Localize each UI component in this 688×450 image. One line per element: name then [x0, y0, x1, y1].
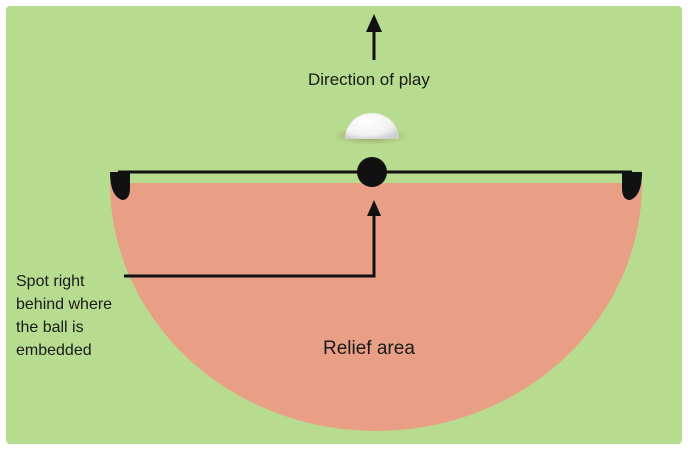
spot-label-line: the ball is [16, 319, 84, 336]
arrow-up-icon [366, 14, 382, 60]
spot-label-line: embedded [16, 342, 92, 359]
relief-area-label: Relief area [323, 338, 415, 359]
spot-behind-ball-label: Spot right behind where the ball is embe… [16, 270, 112, 362]
left-line-end-cap [110, 172, 130, 200]
spot-label-line: behind where [16, 296, 113, 313]
relief-area-shape [110, 183, 642, 431]
spot-callout-line [124, 200, 381, 278]
right-line-end-cap [622, 172, 642, 200]
reference-dot-icon [357, 157, 387, 187]
direction-of-play-label: Direction of play [308, 70, 430, 89]
spot-label-line: Spot right [16, 273, 85, 290]
golf-ball-icon [331, 113, 411, 145]
